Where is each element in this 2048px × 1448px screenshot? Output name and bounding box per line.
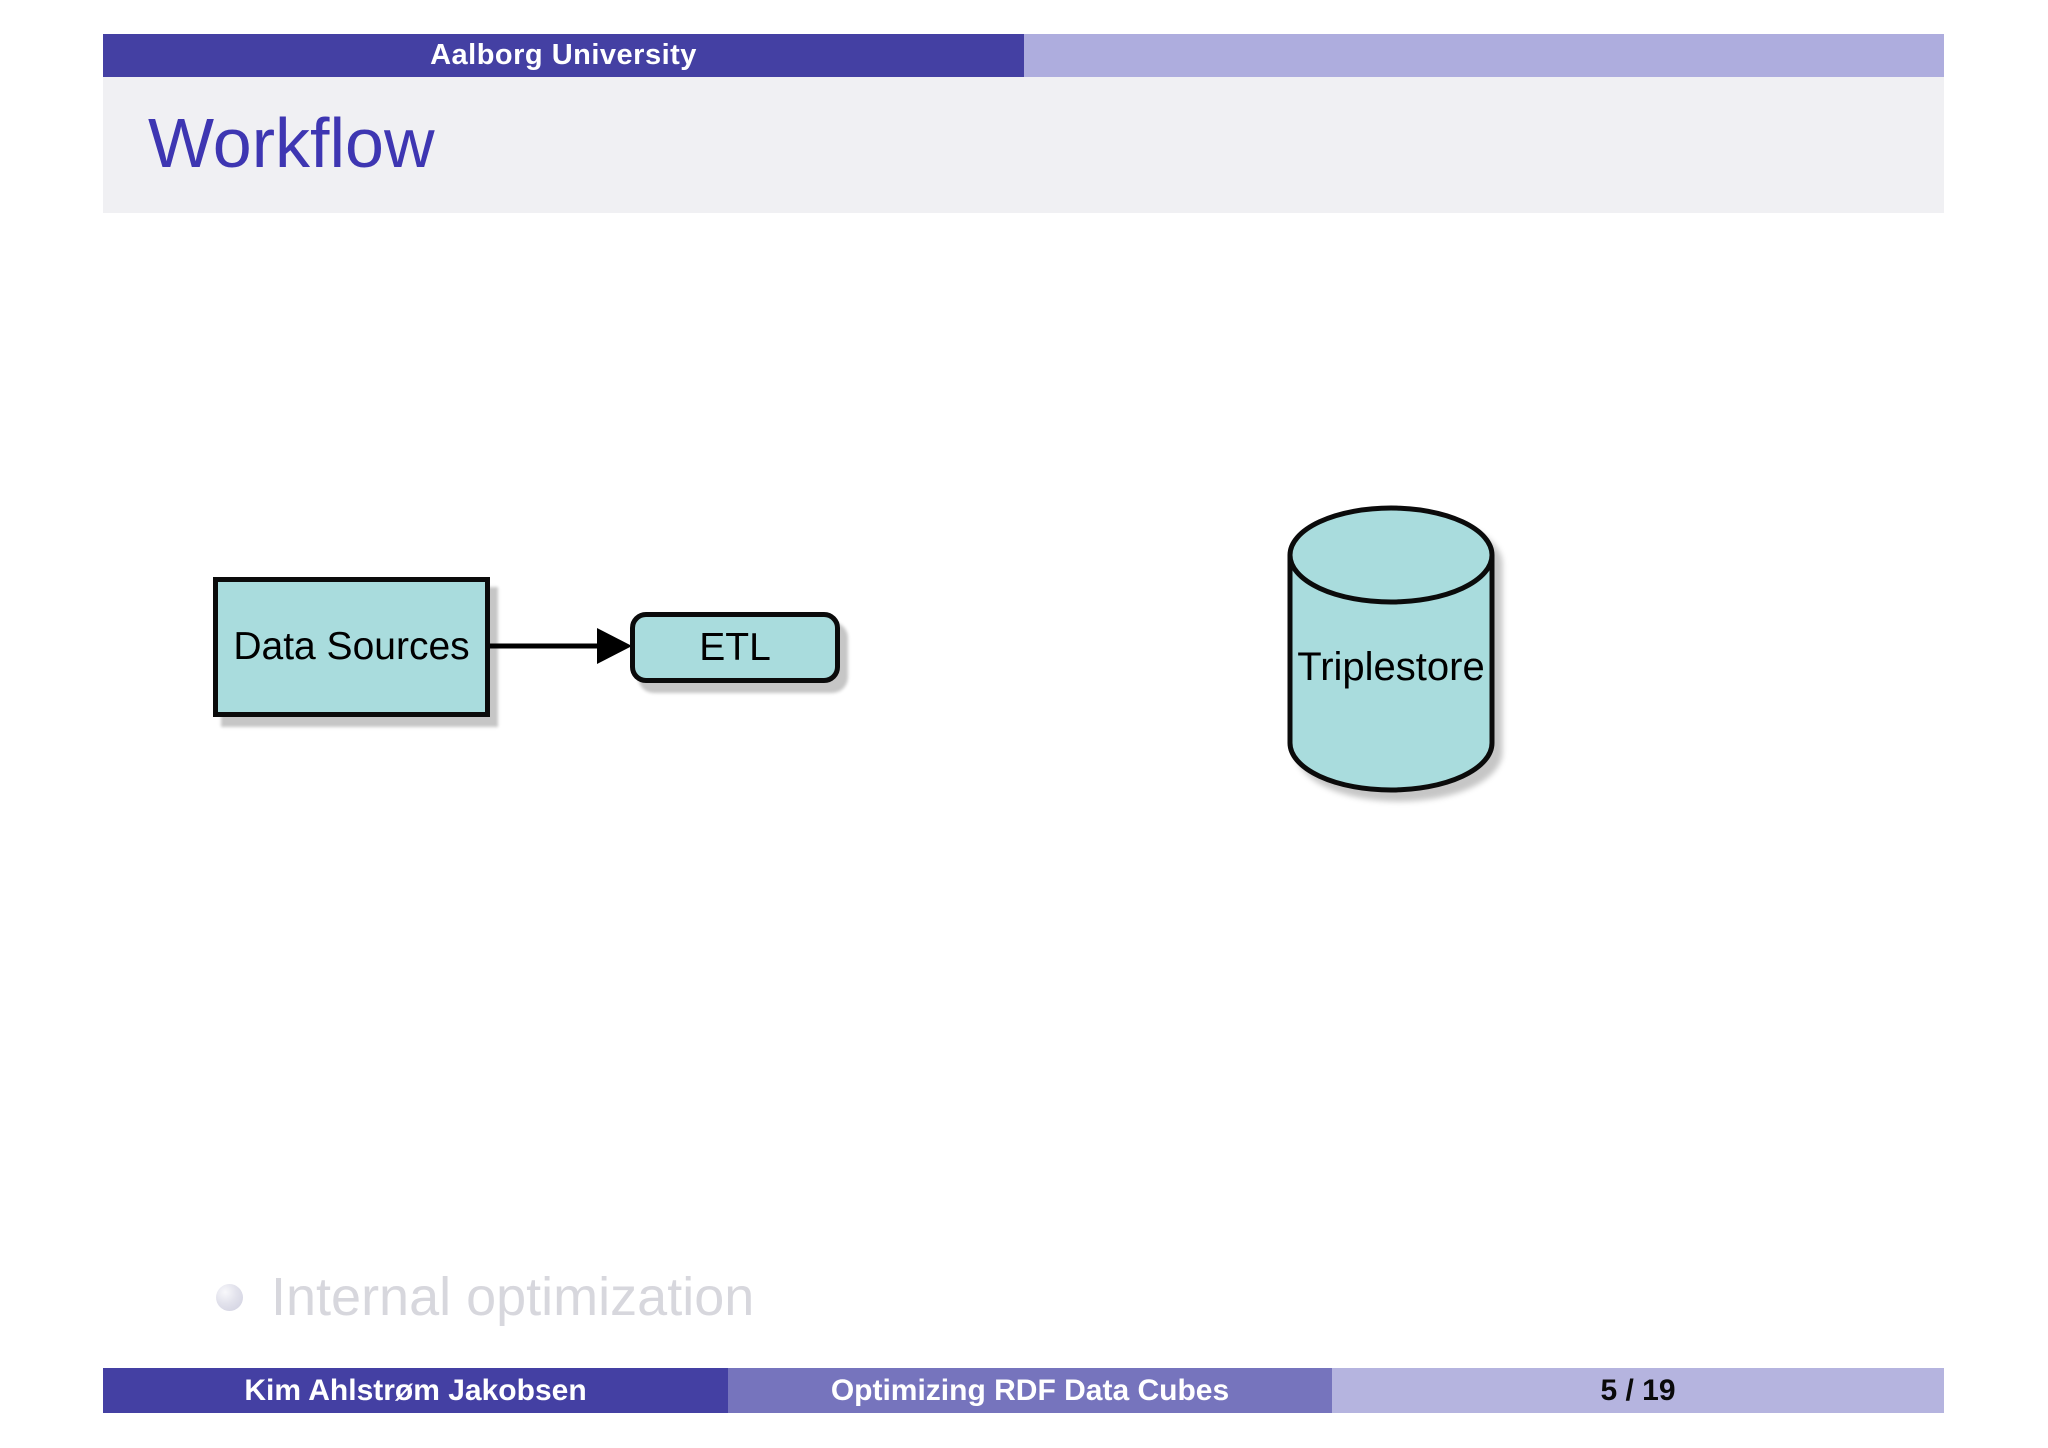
header-decoration-strip <box>1024 34 1944 77</box>
data-sources-label: Data Sources <box>233 625 470 668</box>
footer-bar: Kim Ahlstrøm Jakobsen Optimizing RDF Dat… <box>103 1368 1944 1413</box>
triplestore-label: Triplestore <box>1297 645 1485 689</box>
bullet-item: Internal optimization <box>216 1266 754 1328</box>
institution-label: Aalborg University <box>430 39 697 71</box>
triplestore-cylinder-icon <box>1287 505 1495 793</box>
bullet-marker-icon <box>216 1283 243 1311</box>
footer-deck-title-label: Optimizing RDF Data Cubes <box>830 1373 1230 1407</box>
header-bar: Aalborg University <box>103 34 1944 77</box>
footer-deck-title-section: Optimizing RDF Data Cubes <box>728 1368 1332 1413</box>
diagram-node-data-sources: Data Sources <box>213 577 490 717</box>
bullet-label: Internal optimization <box>271 1267 755 1327</box>
footer-page-indicator: 5 / 19 <box>1600 1373 1676 1407</box>
diagram-node-etl: ETL <box>630 612 840 683</box>
flow-arrow-icon <box>490 628 632 664</box>
title-bar: Workflow <box>103 77 1944 213</box>
footer-author-label: Kim Ahlstrøm Jakobsen <box>244 1373 587 1407</box>
etl-label: ETL <box>699 625 771 669</box>
footer-page-section: 5 / 19 <box>1332 1368 1944 1413</box>
slide-title: Workflow <box>148 104 435 182</box>
header-institution-section: Aalborg University <box>103 34 1024 77</box>
footer-author-section: Kim Ahlstrøm Jakobsen <box>103 1368 728 1413</box>
